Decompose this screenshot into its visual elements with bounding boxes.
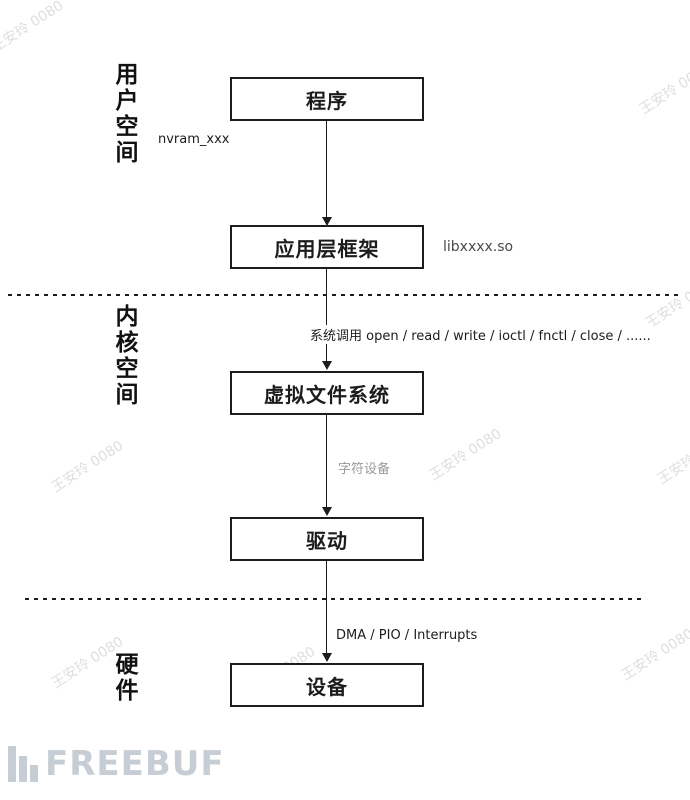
arrowhead-icon — [322, 361, 332, 370]
annotation-nvram: nvram_xxx — [158, 132, 230, 147]
watermark: 王安玲 0080 — [48, 437, 127, 496]
watermark: 王安玲 0080 — [618, 625, 690, 684]
arrowhead-icon — [322, 507, 332, 516]
arrow-framework-to-vfs — [326, 269, 327, 361]
node-vfs: 虚拟文件系统 — [230, 371, 424, 415]
watermark: 王安玲 0080 — [0, 0, 67, 56]
arrow-vfs-to-driver — [326, 415, 327, 507]
freebuf-logo-icon — [8, 746, 38, 782]
watermark: 王安玲 0080 — [654, 430, 690, 488]
annotation-dma: DMA / PIO / Interrupts — [336, 628, 478, 643]
annotation-syscall: 系统调用 open / read / write / ioctl / fnctl… — [308, 325, 653, 344]
annotation-lib: libxxxx.so — [443, 239, 514, 255]
kernel-space-label: 内核空间 — [111, 304, 137, 408]
arrowhead-icon — [322, 217, 332, 226]
node-program: 程序 — [230, 77, 424, 121]
watermark: 王安玲 0080 — [636, 59, 690, 118]
arrow-driver-to-device — [326, 561, 327, 653]
boundary-kernel-hardware — [25, 598, 643, 600]
node-app-framework: 应用层框架 — [230, 225, 424, 269]
user-space-label: 用户空间 — [111, 62, 137, 166]
watermark: 王安玲 0080 — [426, 425, 505, 484]
freebuf-logo-text: FREEBUF — [45, 744, 225, 784]
arrowhead-icon — [322, 653, 332, 662]
arrow-program-to-framework — [326, 121, 327, 217]
watermark: 王安玲 0080 — [642, 273, 690, 332]
annotation-chardev: 字符设备 — [336, 458, 393, 477]
boundary-user-kernel — [8, 294, 682, 296]
freebuf-logo: FREEBUF — [8, 744, 225, 784]
node-driver: 驱动 — [230, 517, 424, 561]
node-device: 设备 — [230, 663, 424, 707]
hardware-label: 硬件 — [111, 652, 137, 704]
